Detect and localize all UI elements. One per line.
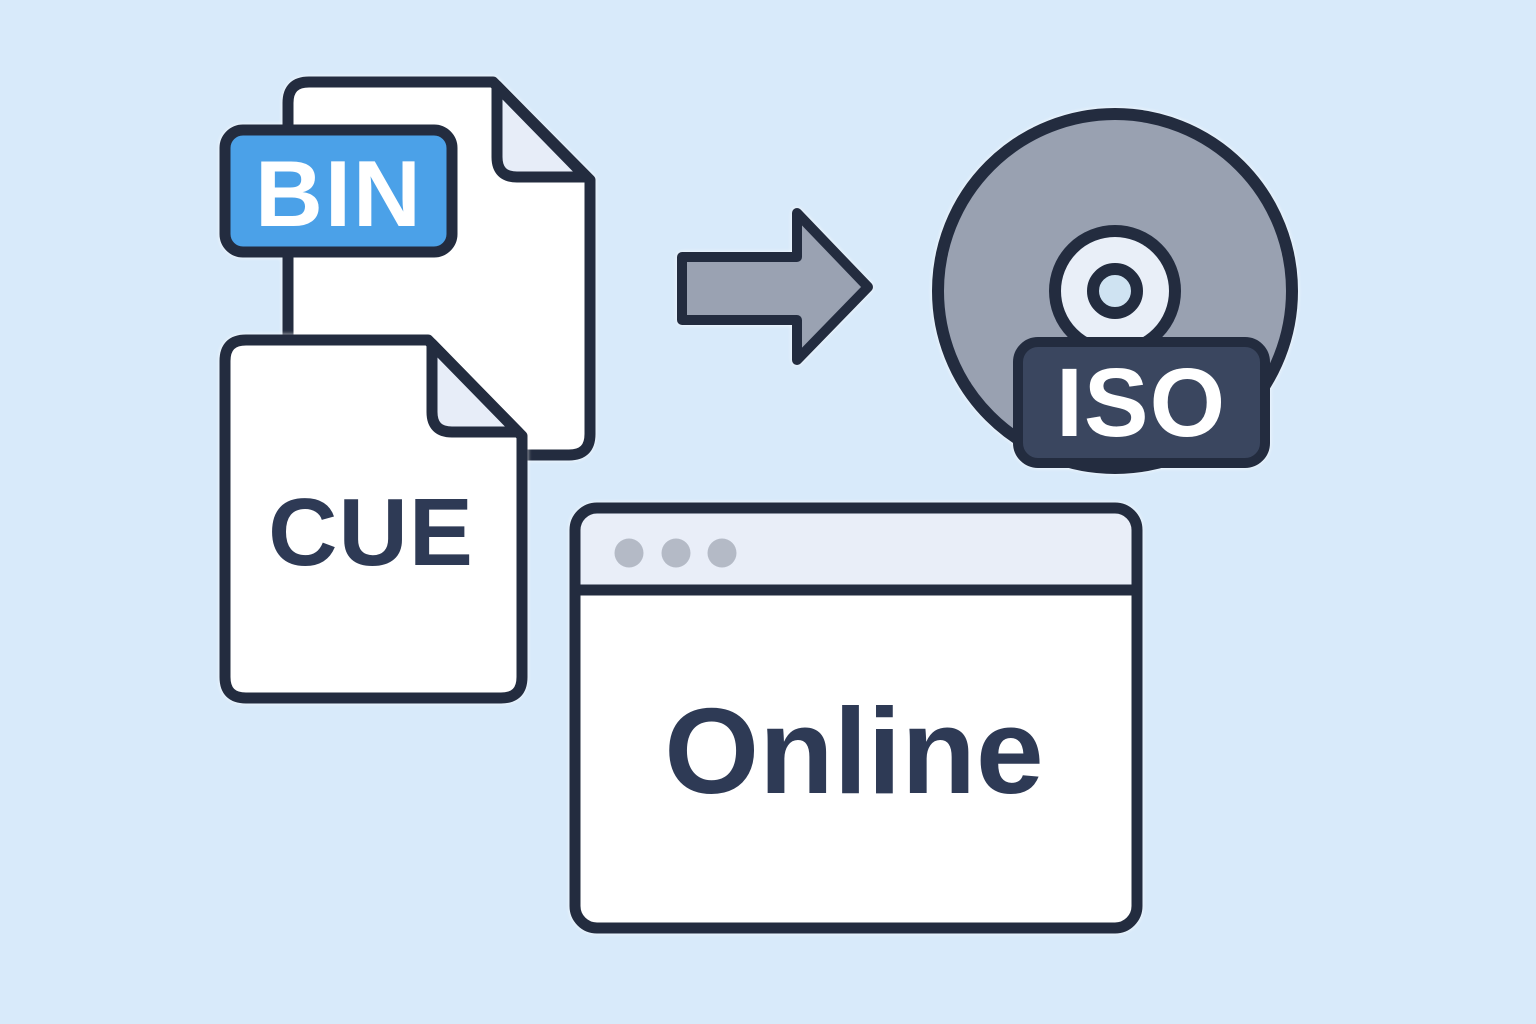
bin-file-fold — [491, 80, 592, 183]
cue-file-fold — [426, 338, 524, 438]
conversion-arrow-icon — [677, 208, 873, 365]
browser-frame — [569, 502, 1143, 934]
iso-disc-icon: ISO — [932, 108, 1298, 474]
iso-badge-label: ISO — [1056, 348, 1226, 457]
browser-dot — [661, 538, 691, 568]
browser-body — [575, 508, 1137, 928]
disc-hole — [1087, 263, 1143, 319]
bin-badge — [219, 124, 458, 258]
browser-dot — [614, 538, 644, 568]
browser-dot — [707, 538, 737, 568]
bin-badge-label: BIN — [255, 141, 423, 246]
browser-label: Online — [664, 683, 1044, 819]
iso-badge — [1013, 337, 1270, 468]
browser-window: Online — [569, 502, 1143, 934]
cue-file-icon: CUE — [219, 334, 528, 704]
cue-file-label: CUE — [268, 479, 474, 586]
browser-titlebar — [575, 508, 1137, 590]
